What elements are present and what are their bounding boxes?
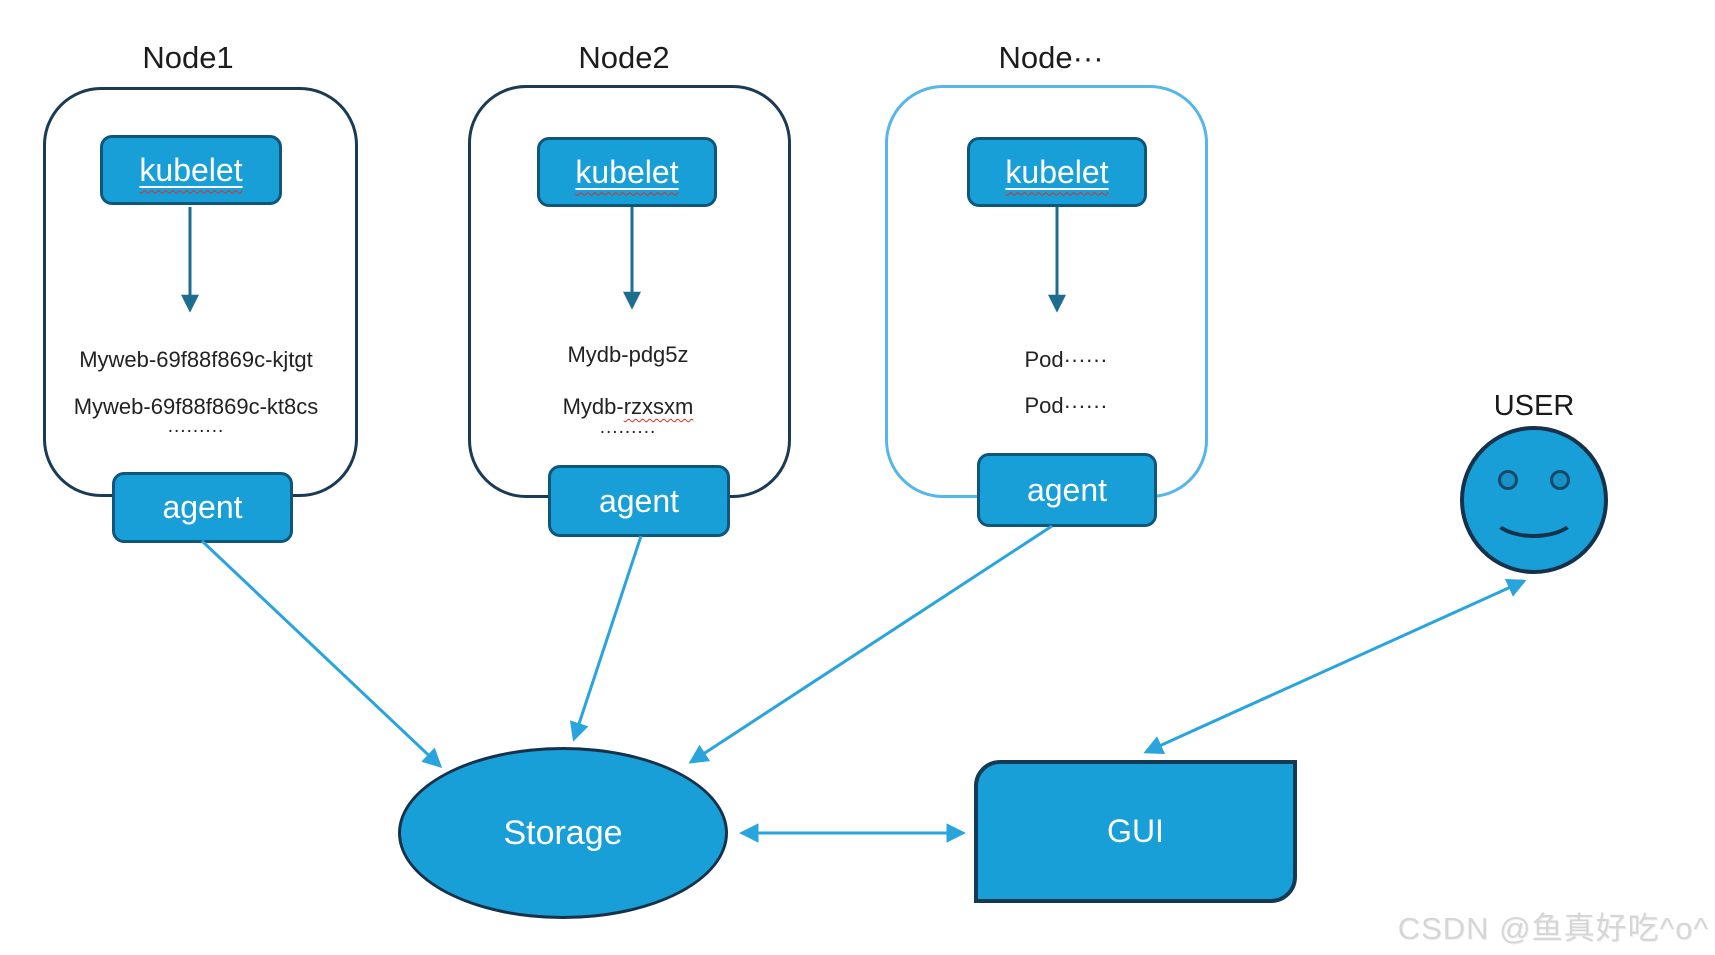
node1-pods-ellipsis: ......... bbox=[167, 416, 225, 437]
node1-kubelet-label-squiggle: kubelet bbox=[139, 152, 242, 189]
gui-label: GUI bbox=[1107, 813, 1164, 849]
csdn-watermark: CSDN @鱼真好吃^o^ bbox=[1397, 911, 1709, 946]
storage-label: Storage bbox=[503, 813, 623, 852]
node1-kubelet-box: kubelet bbox=[100, 135, 282, 205]
node3-agent-label: agent bbox=[1026, 471, 1108, 508]
node2-agent-box: agent bbox=[548, 465, 730, 537]
node2-kubelet-box: kubelet bbox=[537, 137, 717, 207]
node2-pods-ellipsis: ......... bbox=[599, 417, 657, 438]
user-face bbox=[1460, 426, 1608, 574]
node2-pod-1: Mydb-pdg5z bbox=[567, 342, 689, 367]
gui-user-double-arrow bbox=[1143, 578, 1527, 755]
node1-agent-label: agent bbox=[162, 489, 243, 525]
node2-pod-2: Mydb-rzxsxm bbox=[563, 394, 694, 420]
node3-kubelet-box: kubelet bbox=[967, 137, 1147, 207]
node2-agent-label: agent bbox=[598, 482, 680, 519]
node3-kubelet-label-squiggle: kubelet bbox=[1005, 154, 1108, 191]
node1-title: Node1 bbox=[142, 40, 234, 75]
node3-kubelet-label: kubelet bbox=[1005, 153, 1109, 190]
node2-pod-2-misspelled: rzxsxm bbox=[623, 394, 694, 419]
agent3-to-storage-arrow bbox=[688, 524, 1053, 764]
node2-kubelet-label: kubelet bbox=[575, 153, 679, 190]
node3-pod-1: Pod······ bbox=[1024, 347, 1108, 372]
user-left-eye-icon bbox=[1498, 470, 1518, 490]
gui-box: GUI bbox=[974, 760, 1297, 903]
node1-pod-2: Myweb-69f88f869c-kt8cs bbox=[73, 394, 319, 419]
user-right-eye-icon bbox=[1550, 470, 1570, 490]
storage-ellipse: Storage bbox=[398, 747, 728, 919]
node3-pod-2: Pod······ bbox=[1024, 393, 1108, 418]
node1-kubelet-label: kubelet bbox=[139, 151, 243, 188]
node2-pod-2-prefix: Mydb- bbox=[562, 394, 624, 419]
node3-agent-box: agent bbox=[977, 453, 1157, 527]
agent2-to-storage-arrow bbox=[569, 535, 643, 742]
user-title: USER bbox=[1493, 390, 1575, 422]
node1-agent-box: agent bbox=[112, 472, 293, 543]
user-smile-icon bbox=[1490, 490, 1578, 538]
node2-kubelet-label-squiggle: kubelet bbox=[575, 154, 678, 191]
node3-title: Node··· bbox=[998, 40, 1104, 75]
agent1-to-storage-arrow bbox=[200, 539, 443, 769]
node2-title: Node2 bbox=[578, 40, 670, 75]
node1-pod-1: Myweb-69f88f869c-kjtgt bbox=[79, 347, 313, 372]
